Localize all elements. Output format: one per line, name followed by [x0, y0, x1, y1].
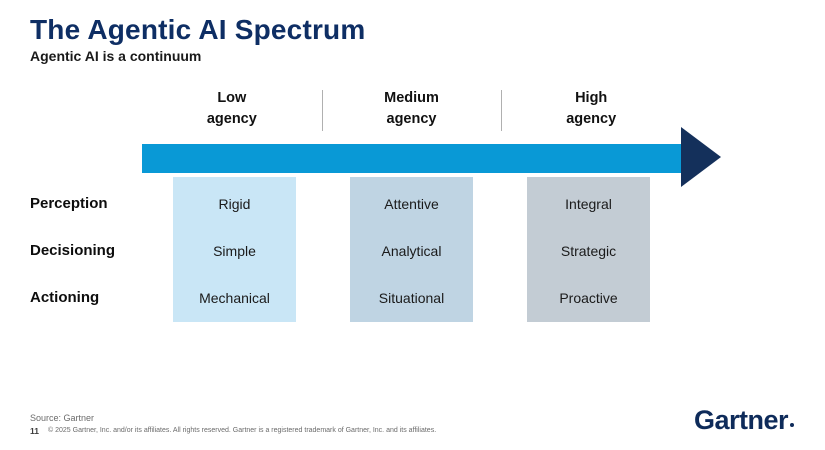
agency-level-low-line2: agency [206, 111, 257, 127]
agency-level-high: High agency [501, 88, 681, 130]
agency-level-medium: Medium agency [322, 88, 502, 130]
agency-level-header-row: Low agency Medium agency High agency [142, 88, 681, 130]
gartner-logo-text: Gartner [693, 405, 789, 435]
agency-level-medium-line1: Medium [384, 90, 439, 106]
copyright-notice: © 2025 Gartner, Inc. and/or its affiliat… [48, 427, 437, 434]
column-low-agency: Rigid Simple Mechanical [173, 177, 296, 322]
cell-decisioning-high: Strategic [560, 243, 617, 259]
gartner-logo: Gartner [694, 405, 794, 436]
cell-actioning-medium: Situational [378, 290, 445, 306]
cell-perception-medium: Attentive [384, 196, 439, 212]
cell-actioning-high: Proactive [559, 290, 618, 306]
cell-decisioning-low: Simple [213, 243, 256, 259]
cell-perception-high: Integral [565, 196, 612, 212]
page-title: The Agentic AI Spectrum [30, 14, 366, 45]
column-medium-agency: Attentive Analytical Situational [350, 177, 473, 322]
spectrum-arrow-head-icon [681, 127, 721, 187]
cell-actioning-low: Mechanical [199, 290, 270, 306]
page-number: 11 [30, 426, 39, 436]
page-subtitle: Agentic AI is a continuum [30, 48, 202, 64]
header-divider-2 [501, 90, 502, 131]
row-label-decisioning: Decisioning [30, 242, 116, 259]
agency-level-low: Low agency [142, 88, 322, 130]
column-high-agency: Integral Strategic Proactive [527, 177, 650, 322]
spectrum-arrow-shaft [142, 144, 681, 173]
agency-level-high-line2: agency [566, 111, 617, 127]
agency-level-medium-line2: agency [386, 111, 437, 127]
cell-perception-low: Rigid [218, 196, 251, 212]
row-label-perception: Perception [30, 195, 108, 212]
cell-decisioning-medium: Analytical [381, 243, 442, 259]
agency-level-low-line1: Low [217, 90, 247, 106]
registered-mark-icon [790, 423, 794, 427]
header-divider-1 [322, 90, 323, 131]
row-label-actioning: Actioning [30, 289, 100, 306]
source-attribution: Source: Gartner [30, 413, 95, 423]
agency-level-high-line1: High [575, 90, 608, 106]
